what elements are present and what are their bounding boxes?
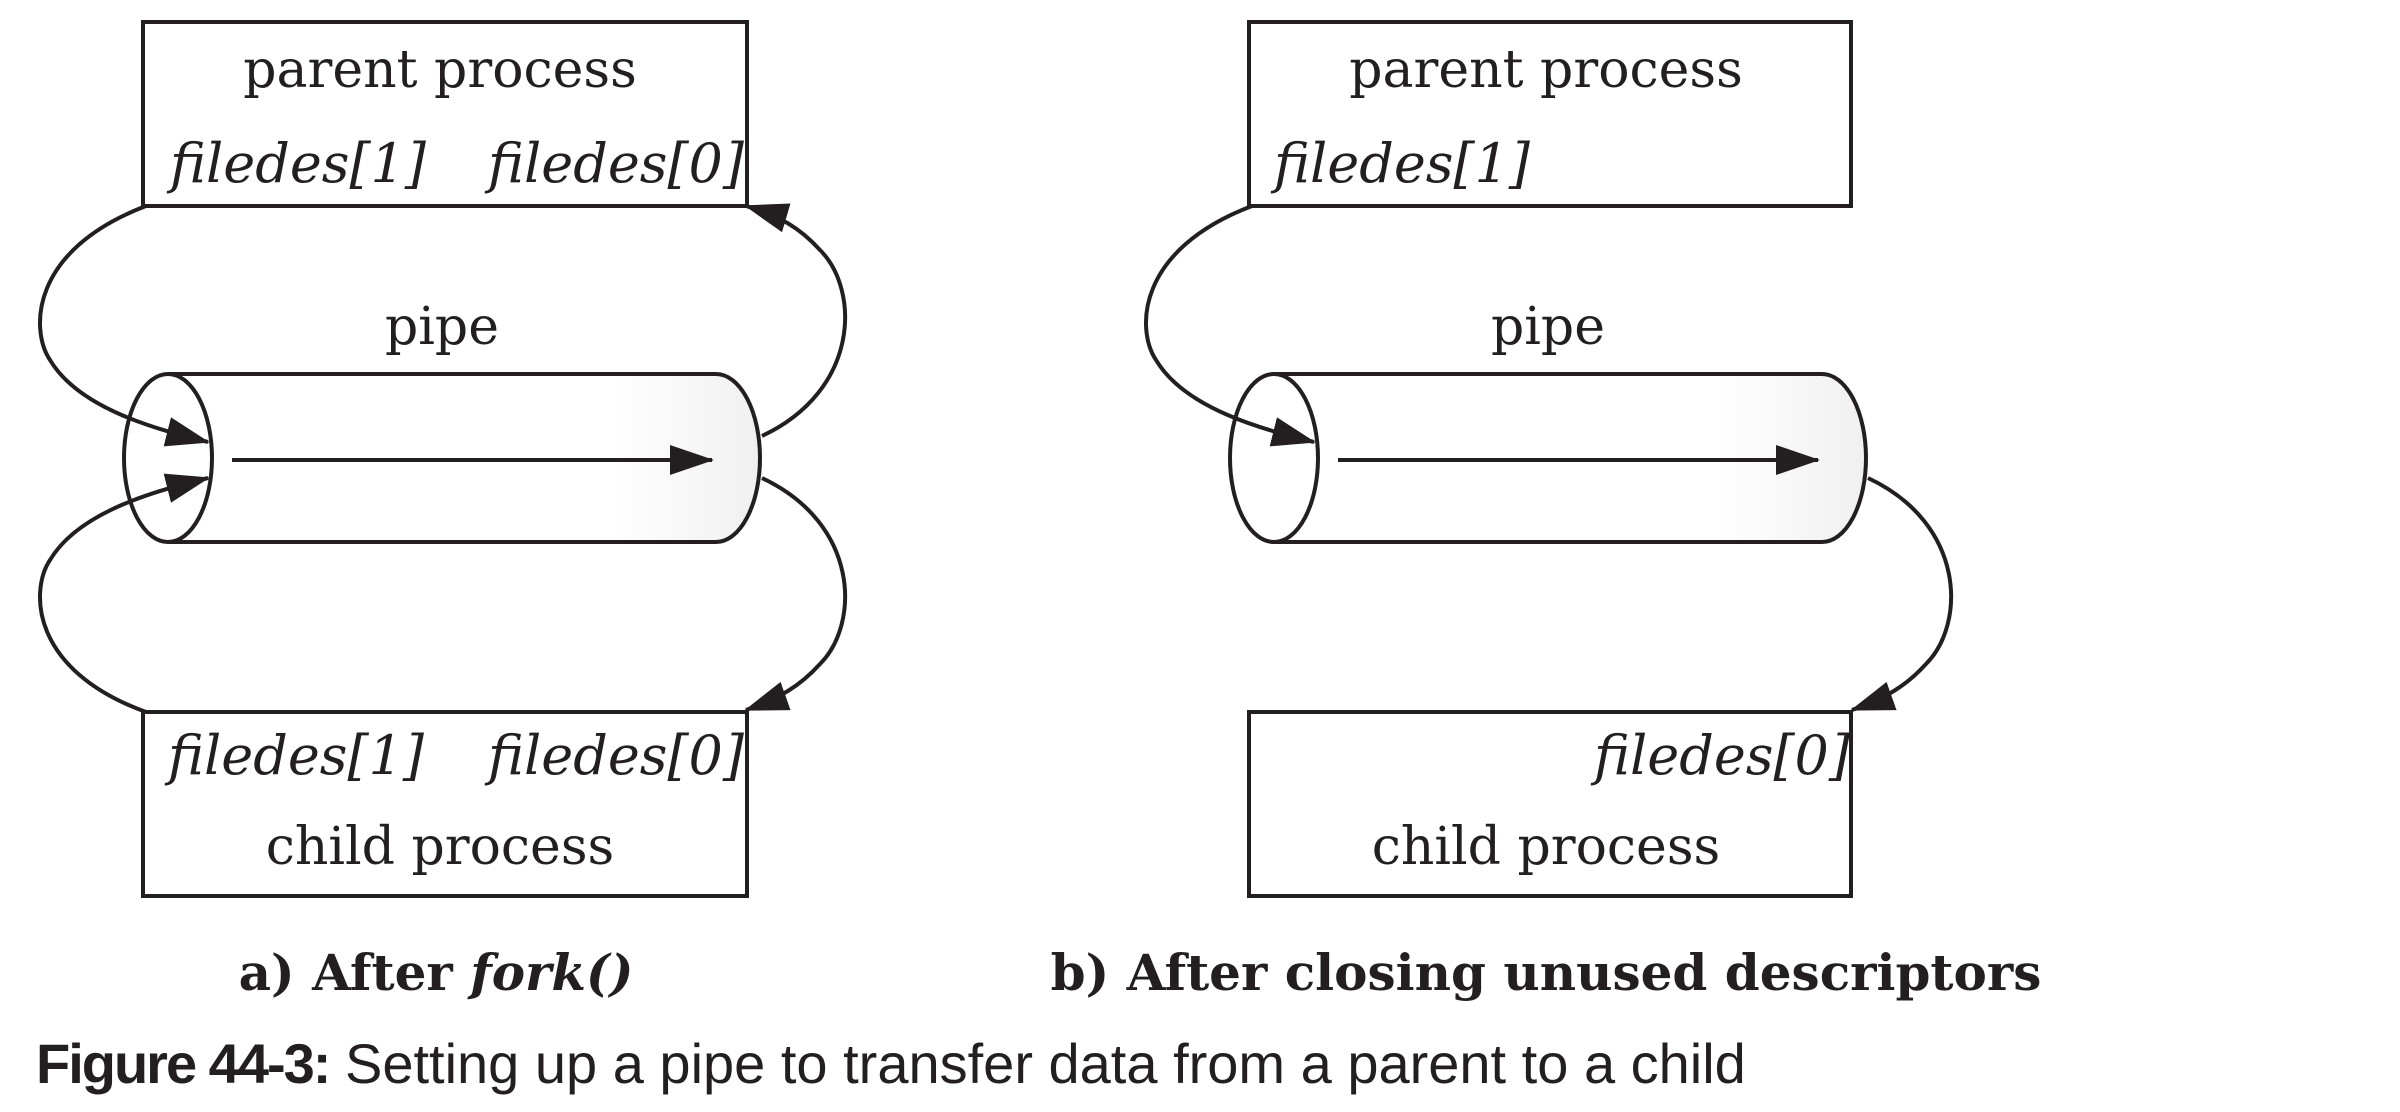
panel-a-parent-process-label: parent process [243, 40, 637, 100]
panel-b-parent-process-box: parent process filedes[1] [1247, 20, 1853, 208]
panel-b-child-process-box: filedes[0] child process [1247, 710, 1853, 898]
panel-a-child-process-box: filedes[1] filedes[0] child process [141, 710, 749, 898]
panel-b-pipe-cylinder [1228, 372, 1868, 544]
panel-a-caption: a) After fork() [239, 943, 634, 1002]
panel-a-child-process-label: child process [266, 817, 614, 877]
panel-b-caption: b) After closing unused descriptors [1051, 943, 2042, 1002]
figure-caption: Figure 44-3: Setting up a pipe to transf… [36, 1036, 2356, 1092]
panel-b-parent-write-arrow [1144, 204, 1316, 447]
panel-a-parent-filedes1-label: filedes[1] [166, 132, 427, 195]
panel-a-child-write-arrow [38, 473, 210, 714]
panel-a-pipe-cylinder [122, 372, 762, 544]
panel-b-child-filedes0-label: filedes[0] [1590, 724, 1851, 787]
panel-b: parent process filedes[1] pipe filedes[0… [1051, 20, 2042, 1002]
panel-a-parent-filedes0-label: filedes[0] [484, 132, 745, 195]
panel-a-parent-process-box: parent process filedes[1] filedes[0] [141, 20, 749, 208]
panel-b-parent-filedes1-label: filedes[1] [1270, 132, 1531, 195]
panel-a-child-filedes1-label: filedes[1] [164, 724, 425, 787]
figure-caption-text: Setting up a pipe to transfer data from … [329, 1032, 1746, 1095]
panel-a-pipe-label: pipe [385, 297, 499, 357]
panel-a-child-filedes0-label: filedes[0] [484, 724, 745, 787]
panel-b-pipe-label: pipe [1491, 297, 1605, 357]
panel-b-parent-process-label: parent process [1349, 40, 1743, 100]
panel-b-child-read-arrow [1850, 476, 1954, 712]
panel-b-child-process-label: child process [1372, 817, 1720, 877]
panel-a-child-read-arrow [744, 476, 848, 712]
figure-number: Figure 44-3: [36, 1032, 331, 1095]
panel-a-parent-read-arrow [744, 203, 848, 438]
panel-a: parent process filedes[1] filedes[0] pip… [38, 20, 848, 1002]
panel-a-parent-write-arrow [38, 204, 210, 447]
